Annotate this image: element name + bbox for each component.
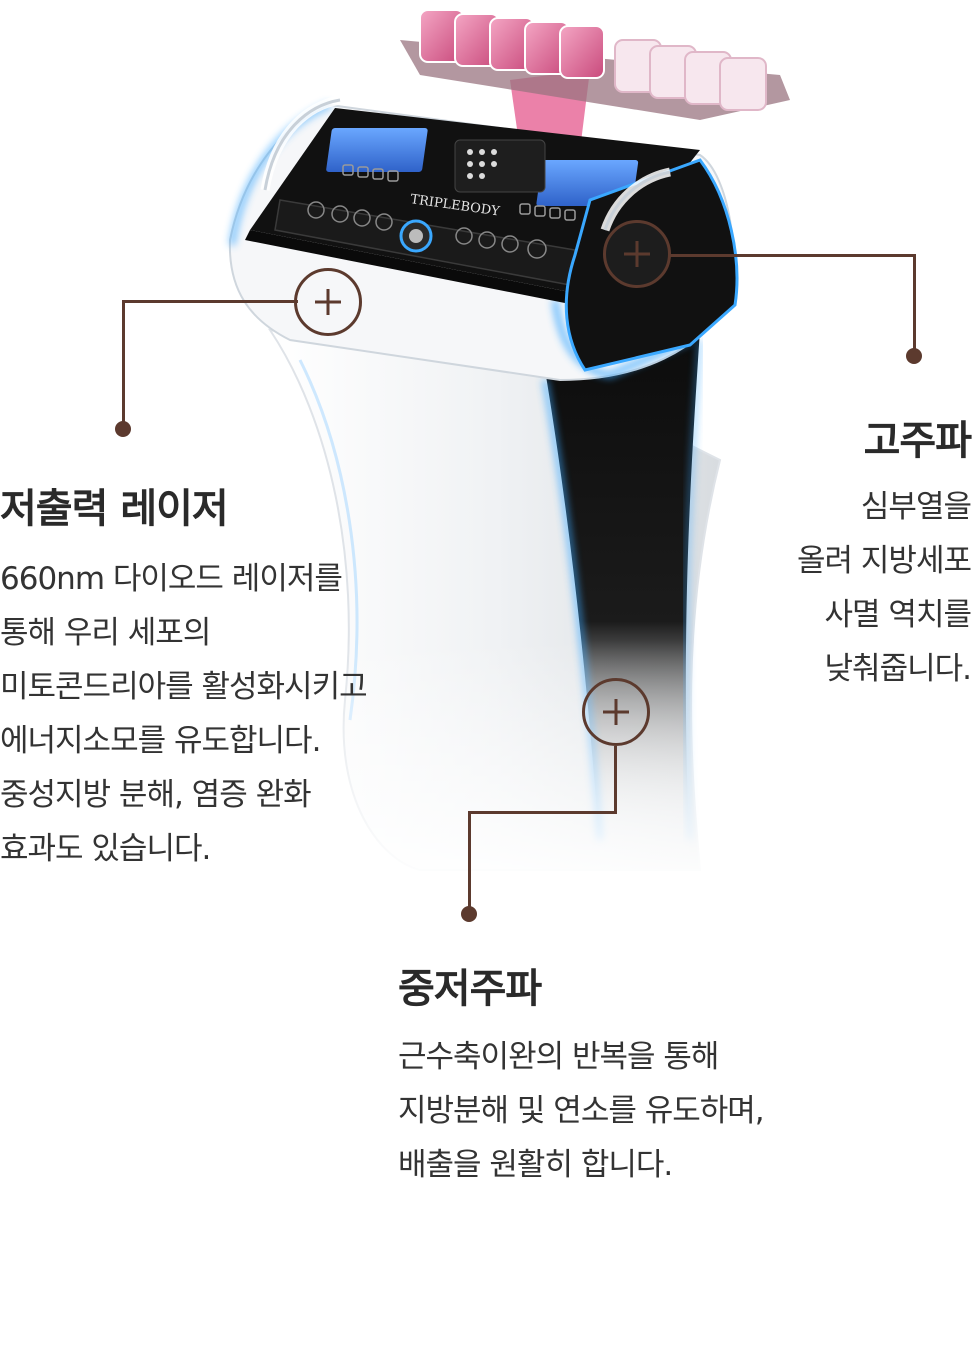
callout-dot-mid: [461, 906, 477, 922]
mid-frequency-description: 근수축이완의 반복을 통해 지방분해 및 연소를 유도하며, 배출을 원활히 합…: [398, 1030, 765, 1192]
callout-line-rf-h: [670, 254, 916, 257]
mid-frequency-desc-line: 근수축이완의 반복을 통해: [398, 1039, 719, 1075]
mid-frequency-desc-line: 지방분해 및 연소를 유도하며,: [398, 1093, 765, 1129]
laser-desc-line: 에너지소모를 유도합니다.: [0, 723, 321, 759]
rf-desc-line: 심부열을: [860, 489, 972, 525]
rf-desc-line: 낮춰줍니다.: [824, 651, 972, 687]
callout-line-laser-h: [122, 300, 298, 303]
laser-desc-line: 미토콘드리아를 활성화시키고: [0, 669, 368, 705]
callout-line-mid-v2: [468, 811, 471, 911]
laser-desc-line: 중성지방 분해, 염증 완화: [0, 777, 312, 813]
callout-dot-rf: [906, 348, 922, 364]
mid-frequency-title: 중저주파: [398, 966, 542, 1012]
laser-desc-line: 660nm 다이오드 레이저를: [0, 561, 343, 597]
rf-desc-line: 사멸 역치를: [824, 597, 972, 633]
rf-desc-line: 올려 지방세포: [797, 543, 972, 579]
laser-desc-line: 통해 우리 세포의: [0, 615, 211, 651]
laser-title: 저출력 레이저: [0, 486, 229, 532]
callout-line-laser-v: [122, 300, 125, 430]
mid-frequency-desc-line: 배출을 원활히 합니다.: [398, 1147, 673, 1183]
rf-description: 심부열을 올려 지방세포 사멸 역치를 낮춰줍니다.: [797, 480, 972, 696]
laser-desc-line: 효과도 있습니다.: [0, 831, 211, 867]
callout-line-mid-v1: [614, 746, 617, 814]
mid-frequency-hotspot-button[interactable]: [582, 678, 650, 746]
rf-title: 고주파: [863, 418, 972, 464]
callout-dot-laser: [115, 421, 131, 437]
callout-line-rf-v: [913, 254, 916, 354]
callout-line-mid-h: [468, 811, 617, 814]
rf-hotspot-button[interactable]: [603, 220, 671, 288]
laser-hotspot-button[interactable]: [294, 268, 362, 336]
laser-description: 660nm 다이오드 레이저를 통해 우리 세포의 미토콘드리아를 활성화시키고…: [0, 552, 368, 876]
